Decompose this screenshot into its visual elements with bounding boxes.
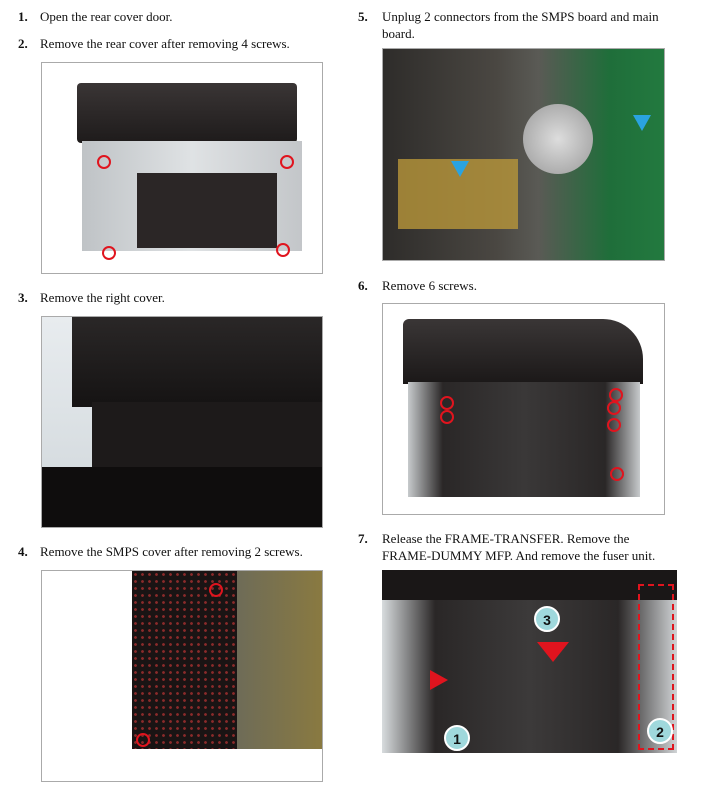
screw-marker — [610, 467, 624, 481]
smps-board-photo — [382, 48, 665, 261]
rear-cover-photo — [41, 62, 323, 274]
callout-1: 1 — [444, 725, 470, 751]
callout-2: 2 — [647, 718, 673, 744]
screw-marker — [97, 155, 111, 169]
screw-marker — [607, 401, 621, 415]
smps-cover-photo — [41, 570, 323, 782]
callout-3: 3 — [534, 606, 560, 632]
red-arrow-down-icon — [537, 642, 569, 662]
screw-marker — [102, 246, 116, 260]
screw-marker — [607, 418, 621, 432]
screw-marker — [440, 410, 454, 424]
red-arrow-right-icon — [430, 670, 448, 690]
screw-marker — [609, 388, 623, 402]
fuser-removal-photo: 3 1 2 — [382, 570, 677, 753]
screw-marker — [440, 396, 454, 410]
connector-arrow-icon — [633, 115, 651, 131]
screw-marker — [276, 243, 290, 257]
screw-marker — [136, 733, 150, 747]
six-screws-photo — [382, 303, 665, 515]
connector-arrow-icon — [451, 161, 469, 177]
screw-marker — [280, 155, 294, 169]
right-cover-photo — [41, 316, 323, 528]
screw-marker — [209, 583, 223, 597]
